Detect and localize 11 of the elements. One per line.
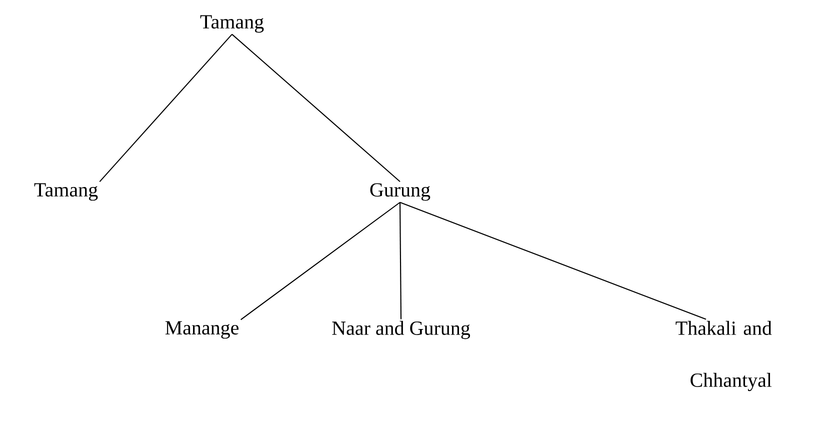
tree-label: Manange	[165, 321, 239, 339]
tree-line	[99, 34, 232, 182]
tree-label: Gurung	[370, 183, 430, 201]
tree-label: Tamang	[34, 183, 98, 201]
tree-line	[232, 34, 400, 182]
tree-line	[240, 202, 400, 320]
tree-line	[400, 202, 706, 320]
tree-label: Tamang	[200, 15, 264, 33]
tree-label: Thakali and Chhantyal	[676, 320, 772, 392]
tree-label: Naar and Gurung	[332, 320, 470, 340]
tree-line	[399, 202, 402, 320]
